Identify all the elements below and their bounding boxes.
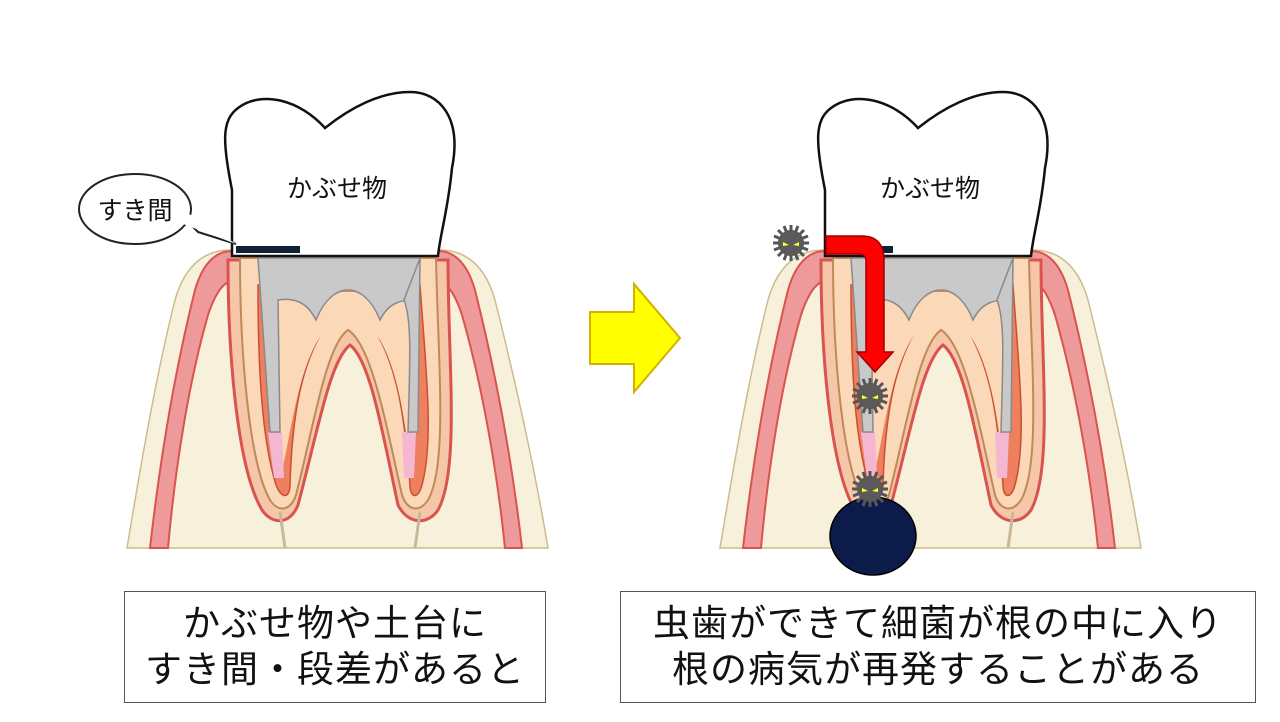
left-crown-label: かぶせ物 <box>287 174 387 203</box>
left-tooth-illustration <box>125 90 550 550</box>
left-tooth-panel: かぶせ物 すき間 <box>78 90 550 550</box>
right-tooth-illustration <box>718 90 1143 550</box>
bacteria-icon <box>850 469 890 509</box>
right-caption-box: 虫歯ができて細菌が根の中に入り 根の病気が再発することがある <box>620 591 1256 703</box>
right-crown-label: かぶせ物 <box>880 174 980 203</box>
left-caption-line-1: かぶせ物や土台に <box>183 602 487 645</box>
bacteria-icon <box>771 223 811 263</box>
left-caption-box: かぶせ物や土台に すき間・段差があると <box>124 591 546 703</box>
right-arrow-icon <box>589 281 682 395</box>
left-caption-line-2: すき間・段差があると <box>145 648 525 691</box>
right-caption-line-1: 虫歯ができて細菌が根の中に入り <box>653 602 1223 645</box>
right-caption-line-2: 根の病気が再発することがある <box>672 648 1204 691</box>
bacteria-icon <box>850 376 890 416</box>
right-tooth-panel: かぶせ物 <box>718 90 1143 576</box>
gap-bubble-label: すき間 <box>97 196 172 225</box>
gap-speech-bubble: すき間 <box>78 173 237 245</box>
root-lesion-icon <box>829 496 917 576</box>
down-arrow-icon <box>825 235 895 374</box>
